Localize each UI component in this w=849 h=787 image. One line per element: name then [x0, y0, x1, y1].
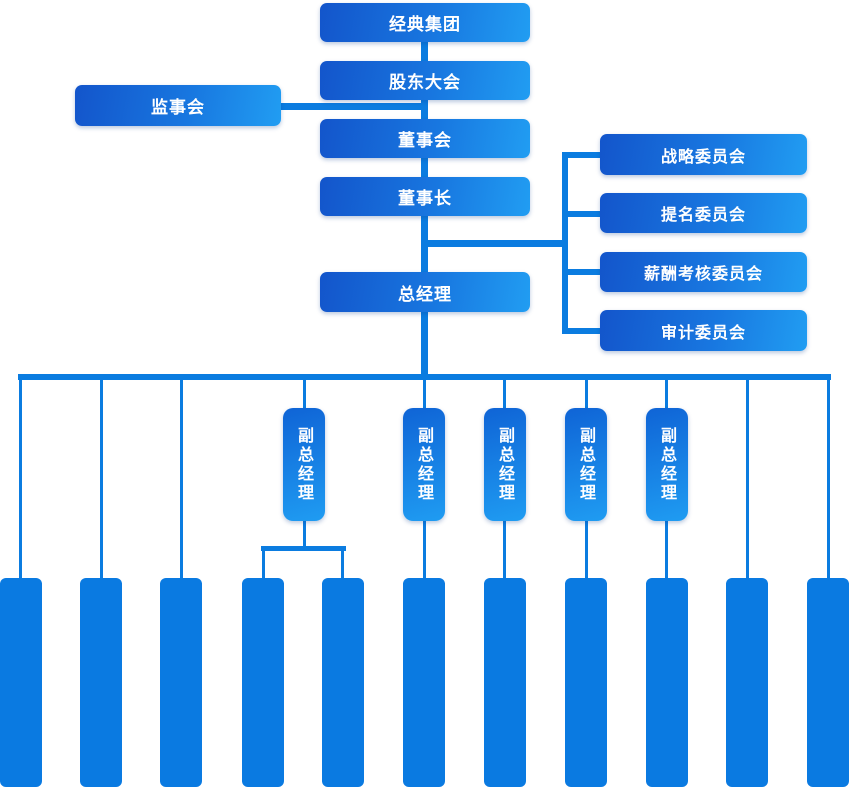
node-compensation-committee: 薪酬考核委员会 [600, 252, 807, 292]
node-department-6 [403, 578, 445, 787]
deputy-5-lower-stub [665, 520, 668, 578]
deputy-4-lower-stub [585, 520, 588, 578]
committee-branch-horizontal [425, 240, 568, 247]
node-deputy-gm-2: 副总经理 [403, 408, 445, 521]
column-drop-10 [746, 378, 749, 578]
node-nomination-committee: 提名委员会 [600, 193, 807, 233]
node-label: 提名委员会 [660, 205, 746, 224]
committee-stub-2 [564, 211, 602, 217]
deputy-1-sub-bar [261, 546, 346, 551]
node-label: 监事会 [151, 98, 205, 118]
node-department-2 [80, 578, 122, 787]
node-audit-committee: 审计委员会 [600, 310, 807, 351]
node-department-8 [565, 578, 607, 787]
node-department-7 [484, 578, 526, 787]
deputy-3-lower-stub [503, 520, 506, 578]
node-label: 副总经理 [415, 426, 434, 503]
node-department-10 [726, 578, 768, 787]
node-general-manager: 总经理 [320, 272, 530, 312]
committee-stub-1 [564, 152, 602, 158]
node-deputy-gm-5: 副总经理 [646, 408, 688, 521]
deputy-1-sub-drop-right [341, 550, 344, 578]
node-chairman: 董事长 [320, 177, 530, 216]
node-strategy-committee: 战略委员会 [600, 134, 807, 175]
node-label: 薪酬考核委员会 [643, 264, 763, 283]
committee-stub-4 [564, 328, 602, 334]
node-supervisory-board: 监事会 [75, 85, 281, 126]
node-label: 战略委员会 [660, 146, 746, 166]
deputy-4-upper-stub [585, 378, 588, 408]
committee-stub-3 [564, 269, 602, 275]
node-label: 审计委员会 [660, 322, 746, 342]
deputy-1-sub-drop-left [262, 550, 265, 578]
node-department-9 [646, 578, 688, 787]
node-deputy-gm-4: 副总经理 [565, 408, 607, 521]
deputy-2-upper-stub [423, 378, 426, 408]
node-board-of-directors: 董事会 [320, 119, 530, 158]
node-label: 总经理 [398, 284, 452, 305]
node-label: 副总经理 [577, 426, 596, 503]
deputy-1-upper-stub [303, 378, 306, 408]
committee-branch-vertical [562, 152, 568, 334]
node-department-11 [807, 578, 849, 787]
column-drop-1 [19, 378, 22, 578]
deputy-3-upper-stub [503, 378, 506, 408]
node-department-3 [160, 578, 202, 787]
node-department-1 [0, 578, 42, 787]
node-label: 副总经理 [496, 426, 515, 503]
node-deputy-gm-1: 副总经理 [283, 408, 325, 521]
node-department-4 [242, 578, 284, 787]
node-label: 董事长 [398, 189, 452, 209]
deputy-5-upper-stub [665, 378, 668, 408]
deputy-2-lower-stub [423, 520, 426, 578]
node-label: 经典集团 [389, 15, 461, 35]
node-label: 董事会 [398, 131, 452, 151]
node-group-root: 经典集团 [320, 3, 530, 42]
node-label: 股东大会 [389, 73, 461, 93]
column-drop-2 [100, 378, 103, 578]
node-label: 副总经理 [295, 426, 314, 503]
node-shareholders-meeting: 股东大会 [320, 61, 530, 100]
column-drop-11 [827, 378, 830, 578]
node-label: 副总经理 [658, 426, 677, 503]
column-drop-3 [180, 378, 183, 578]
deputy-1-lower-stub [303, 520, 306, 548]
distribution-bar [18, 374, 831, 380]
node-department-5 [322, 578, 364, 787]
node-deputy-gm-3: 副总经理 [484, 408, 526, 521]
supervisory-connector-line [281, 103, 428, 110]
